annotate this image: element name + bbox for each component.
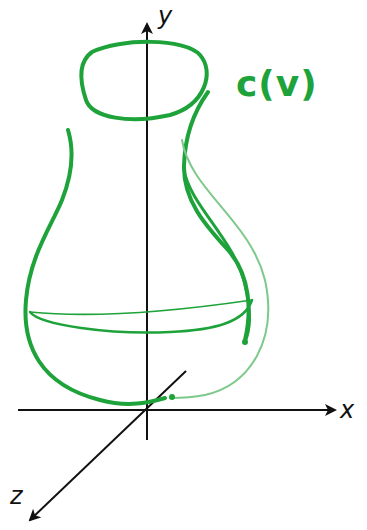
- vase-band: [30, 300, 252, 333]
- axis-label: x: [340, 398, 354, 422]
- curve-c-v: [184, 170, 250, 342]
- curve-end-dot: [242, 339, 248, 345]
- z-axis: [30, 371, 186, 520]
- vase-right-side: [184, 92, 249, 340]
- curve-label: c(v): [236, 66, 318, 102]
- y-axis: [146, 24, 148, 440]
- axis-label: z: [10, 484, 23, 508]
- axis-label: y: [158, 4, 172, 28]
- vase-rim: [81, 42, 206, 119]
- x-axis: [18, 409, 335, 411]
- vase-left-side: [25, 130, 165, 404]
- curve-start-dot: [169, 394, 175, 400]
- vase-band-top: [30, 300, 252, 314]
- profile-curve: [170, 140, 268, 398]
